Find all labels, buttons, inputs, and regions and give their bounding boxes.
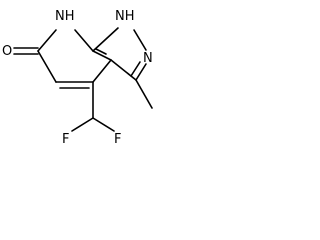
oxygen-label: O (2, 44, 12, 59)
bond-c4-c3a (92, 59, 112, 83)
bond-chf2-f-right (92, 117, 115, 132)
atom-labels: O NH NH N F F (2, 9, 153, 147)
bond-n2-c3 (135, 63, 147, 81)
bond-c3a-c7a-inner (95, 48, 107, 55)
fluorine-left-label: F (62, 132, 69, 147)
bond-c6-n7 (37, 29, 57, 52)
chemical-structure: O NH NH N F F (2, 9, 153, 147)
bond-n1-n2 (133, 29, 147, 51)
bond-c3-methyl (135, 79, 153, 109)
bonds (13, 27, 153, 132)
bond-n7-c7a (74, 29, 94, 52)
bond-n2-c3-inner (130, 61, 141, 77)
pyrazole-nh-label: NH (115, 9, 135, 24)
bond-c6-c5 (37, 50, 57, 83)
fluorine-right-label: F (114, 132, 121, 147)
bond-c7a-n1 (92, 27, 119, 52)
pyrazole-n-label: N (143, 51, 153, 66)
ring-nh-label: NH (55, 9, 75, 24)
bond-c3a-c7a (92, 50, 112, 61)
bond-c3-c3a (110, 59, 137, 81)
bond-chf2-f-left (71, 117, 94, 132)
